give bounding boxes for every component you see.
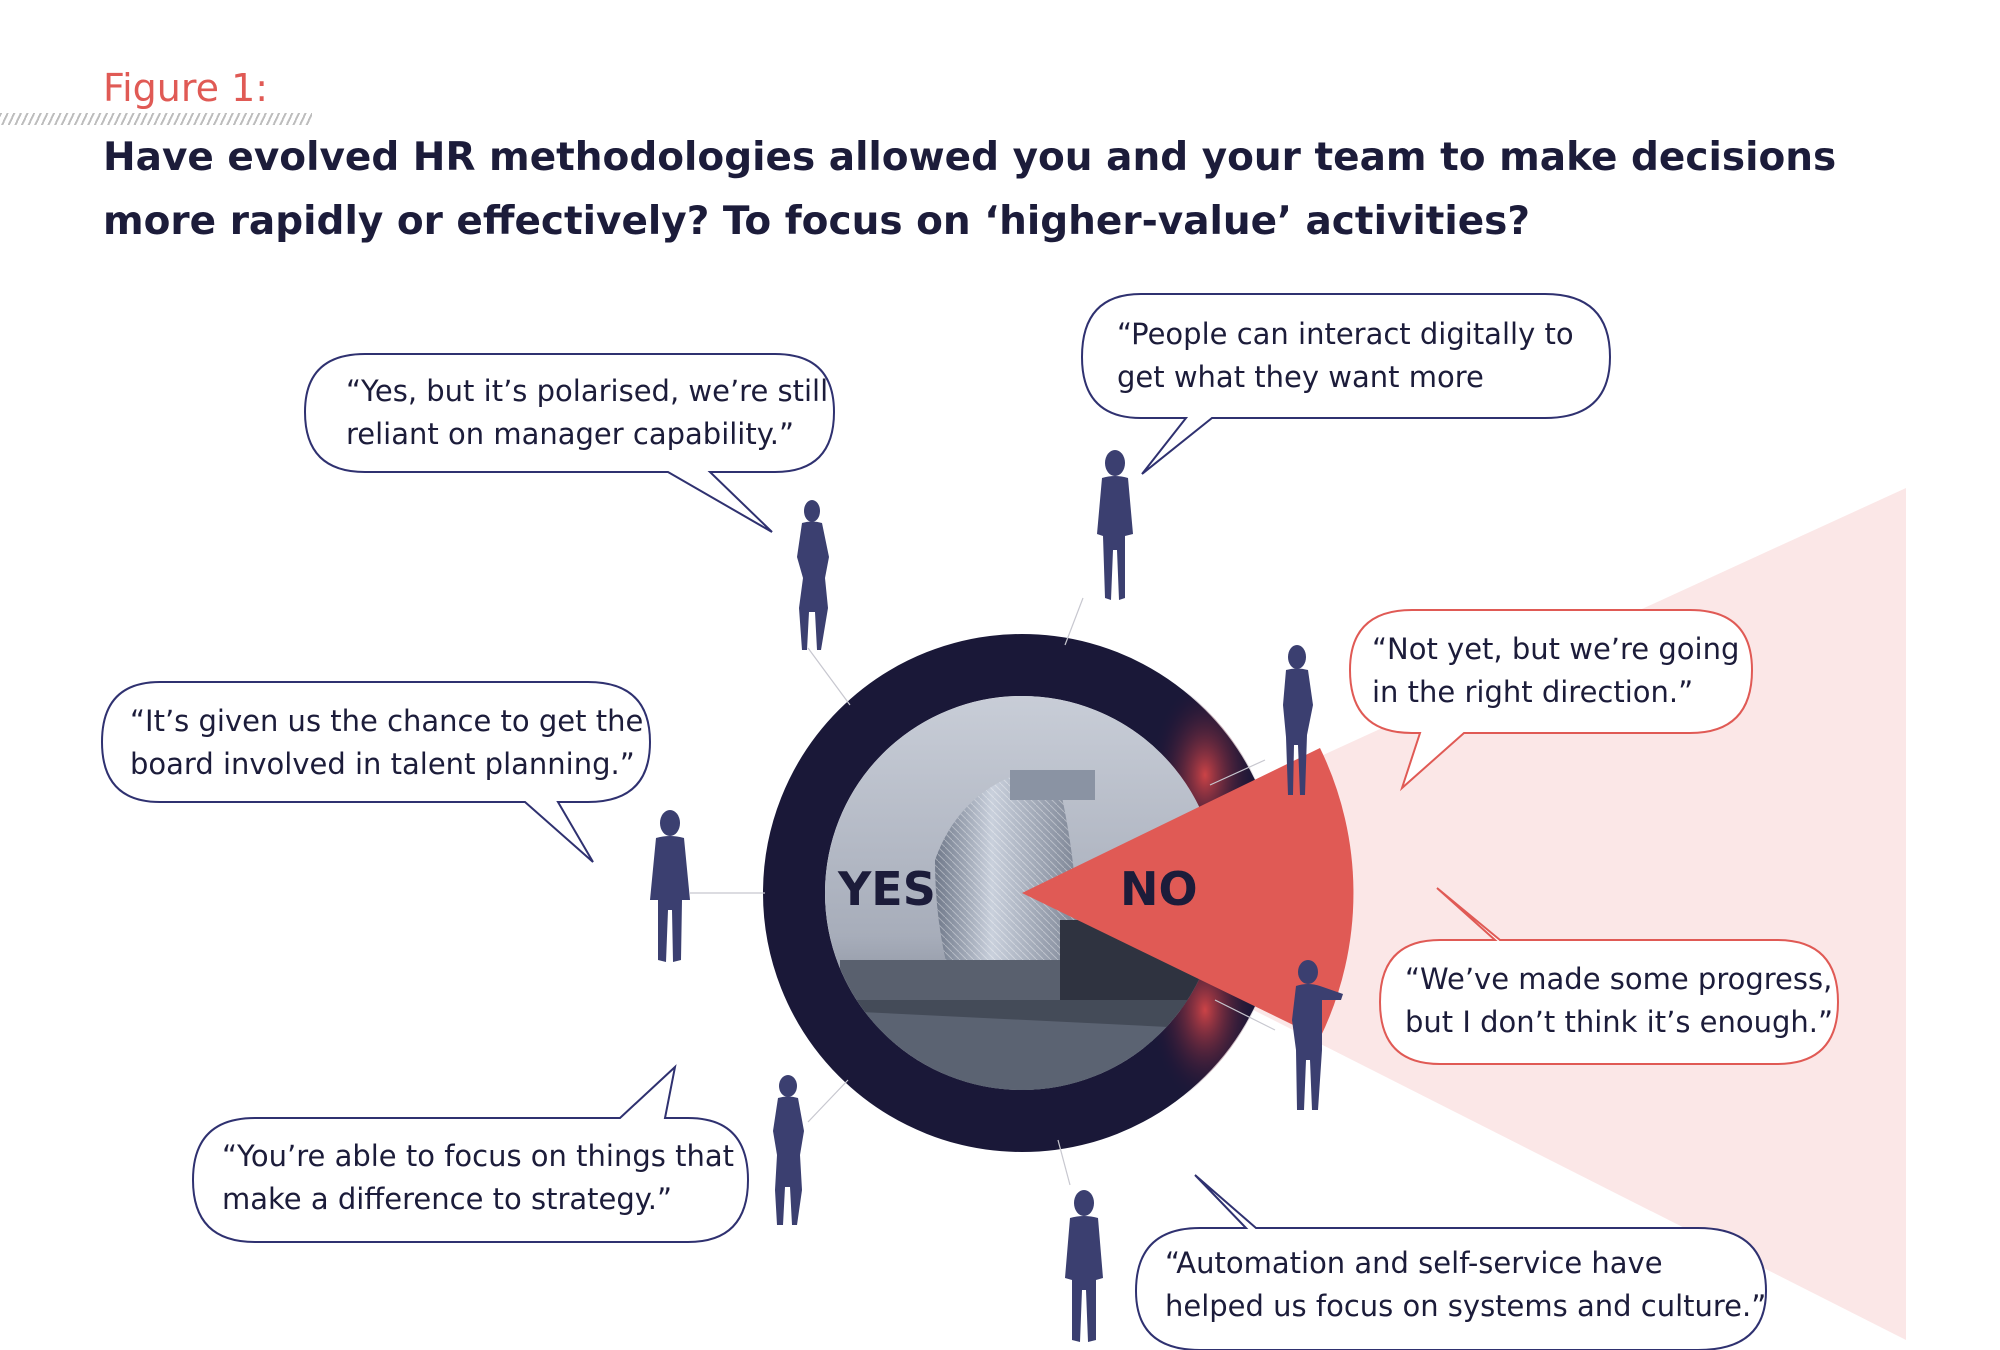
person-silhouette [1283, 645, 1313, 795]
person-silhouette [1065, 1190, 1103, 1342]
person-silhouettes [650, 450, 1343, 1342]
person-silhouette [797, 500, 829, 650]
figure-title: Have evolved HR methodologies allowed yo… [103, 126, 1923, 254]
quote-line: in the right direction.” [1372, 675, 1694, 709]
bubble-q1 [303, 353, 836, 533]
bubble-q6 [191, 1064, 750, 1243]
quote-line: “It’s given us the chance to get the [130, 704, 644, 738]
quote-q7: “Automation and self-service have helped… [1165, 1242, 1766, 1328]
quote-line: “We’ve made some progress, [1405, 962, 1833, 996]
title-line-1: Have evolved HR methodologies allowed yo… [103, 135, 1837, 180]
quote-q4: “Not yet, but we’re going in the right d… [1372, 628, 1739, 714]
quote-line: “People can interact digitally to [1117, 317, 1574, 351]
title-line-2: more rapidly or effectively? To focus on… [103, 199, 1531, 244]
hatch-rule [0, 113, 312, 125]
bubble-q4 [1348, 609, 1754, 792]
quote-line: helped us focus on systems and culture.” [1165, 1289, 1767, 1323]
person-silhouette [773, 1075, 804, 1225]
bubble-q2 [1080, 293, 1612, 475]
no-label: NO [1120, 862, 1198, 916]
quote-q3: “It’s given us the chance to get the boa… [130, 700, 643, 786]
speech-bubbles [100, 293, 1840, 1350]
quote-line: get what they want more [1117, 360, 1484, 394]
person-silhouette [1292, 960, 1343, 1110]
figure-label: Figure 1: [103, 66, 269, 110]
no-wedge [1022, 748, 1354, 1038]
quote-q2: “People can interact digitally to get wh… [1117, 313, 1574, 399]
bubble-q3 [100, 681, 652, 863]
person-silhouette [1097, 450, 1133, 600]
quote-line: but I don’t think it’s enough.” [1405, 1005, 1834, 1039]
quote-q1: “Yes, but it’s polarised, we’re still re… [346, 370, 828, 456]
building-photo [825, 696, 1219, 1090]
quote-q5: “We’ve made some progress, but I don’t t… [1405, 958, 1833, 1044]
quote-line: “Yes, but it’s polarised, we’re still [346, 374, 829, 408]
quote-line: make a difference to strategy.” [222, 1182, 673, 1216]
person-silhouette [650, 810, 690, 962]
yes-label: YES [838, 862, 936, 916]
quote-line: “You’re able to focus on things that [222, 1139, 734, 1173]
quote-line: “Not yet, but we’re going [1372, 632, 1740, 666]
quote-line: “Automation and self-service have [1165, 1246, 1663, 1280]
quote-line: board involved in talent planning.” [130, 747, 635, 781]
bubble-q5 [1378, 887, 1840, 1065]
quote-line: reliant on manager capability.” [346, 417, 794, 451]
quote-q6: “You’re able to focus on things that mak… [222, 1135, 734, 1221]
connector-lines [690, 597, 1276, 1186]
